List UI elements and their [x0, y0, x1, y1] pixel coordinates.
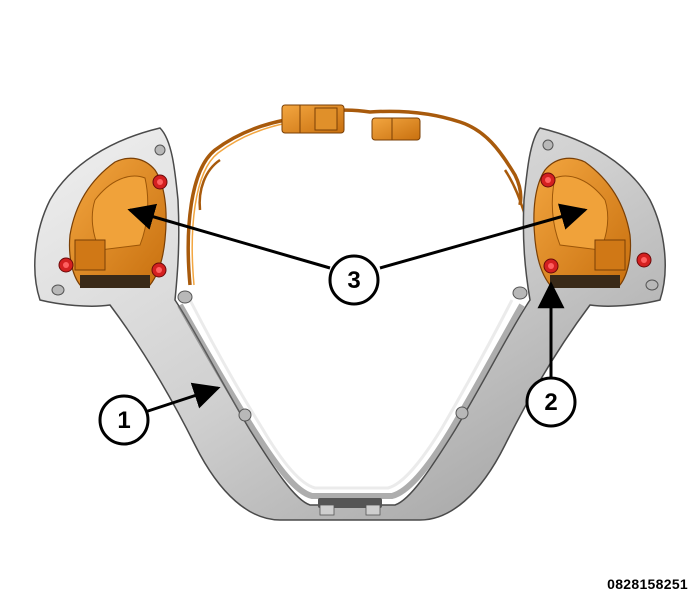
svg-text:1: 1 — [117, 407, 130, 434]
harness-connector-left — [281, 104, 345, 134]
steering-wheel-bezel — [34, 127, 666, 521]
screw-right-top — [540, 172, 556, 188]
screw-left-bottom-outer — [58, 257, 74, 273]
screw-right-bottom-outer — [636, 252, 652, 268]
svg-text:3: 3 — [347, 267, 360, 294]
leader-3-right — [379, 203, 588, 270]
svg-text:2: 2 — [544, 389, 557, 416]
left-switch-assembly — [58, 157, 168, 288]
figure-id: 0828158251 — [607, 576, 688, 592]
callout-3: 3 — [328, 254, 380, 306]
wire-harness — [186, 104, 527, 286]
screw-left-top — [152, 174, 168, 190]
leader-3-left — [127, 203, 331, 270]
callout-2: 2 — [525, 376, 577, 428]
screw-left-bottom-inner — [151, 262, 167, 278]
leader-1 — [144, 382, 221, 414]
screw-right-bottom-inner — [543, 258, 559, 274]
leader-lines — [127, 203, 588, 414]
harness-connector-right — [371, 117, 421, 141]
callout-1: 1 — [98, 394, 150, 446]
